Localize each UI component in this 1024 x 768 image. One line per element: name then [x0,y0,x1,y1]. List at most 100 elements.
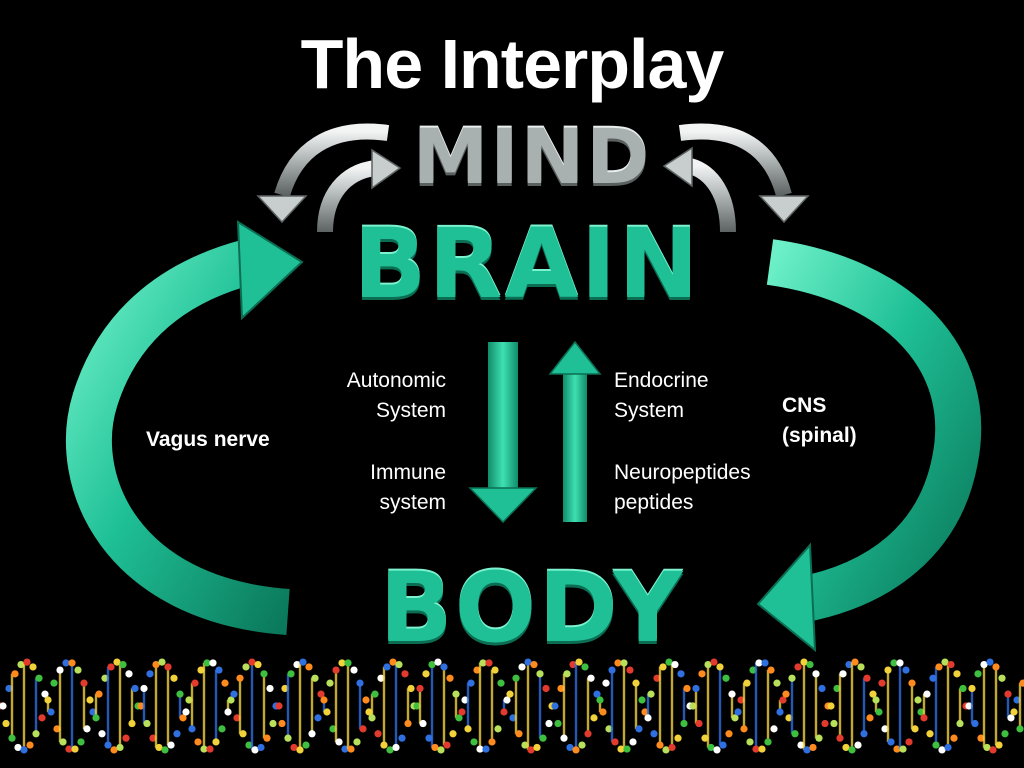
dna-bead [116,743,124,752]
dna-bead [422,670,430,678]
dna-bead [773,679,781,687]
dna-bead [539,734,547,742]
dna-bead [989,746,997,754]
mind-left-inner-arrow [317,148,402,233]
dna-bead [644,714,652,722]
dna-bead [440,663,448,671]
dna-bead [725,730,733,738]
dna-bead [488,738,496,746]
dna-bead [752,745,760,753]
dna-bead [608,666,616,674]
dna-bead [683,684,691,693]
dna-bead [50,679,58,687]
dna-bead [407,684,415,693]
dna-bead [290,743,298,752]
dna-bead [563,670,571,678]
dna-bead [401,670,409,678]
dna-bead [740,725,748,733]
dna-bead [311,674,319,682]
dna-bead [59,738,67,746]
dna-bead [398,734,406,742]
dna-bead [386,746,394,754]
dna-bead [875,708,883,716]
neuropeptides-label: Neuropeptides peptides [614,458,794,518]
dna-bead [716,663,724,671]
dna-bead [956,719,964,728]
dna-bead [599,708,607,716]
dna-bead [581,663,589,671]
dna-bead [71,745,79,753]
dna-bead [170,674,178,682]
dna-bead [224,708,232,716]
neuropeptides-line-2: peptides [614,491,694,514]
dna-bead [344,659,352,667]
dna-bead [665,658,673,666]
vagus-nerve-label: Vagus nerve [146,428,270,451]
dna-bead [305,663,313,671]
dna-bead [353,738,361,746]
dna-bead [935,663,943,671]
dna-bead [722,674,730,682]
dna-bead [80,679,88,687]
dna-bead [380,741,388,749]
cns-spinal-label: CNS (spinal) [782,391,892,451]
dna-bead [980,660,988,669]
dna-bead [908,679,916,687]
dna-bead [971,719,979,728]
dna-bead [299,658,307,666]
endocrine-line-2: System [614,399,685,422]
dna-bead [284,734,292,742]
dna-bead [212,738,220,746]
dna-bead [572,746,580,754]
page-title: The Interplay [300,25,725,103]
dna-bead [35,674,43,682]
dna-bead [395,660,403,669]
dna-bead [2,719,10,728]
dna-bead [764,738,772,746]
dna-bead [974,670,982,678]
dna-bead [296,746,304,754]
dna-bead [836,734,844,742]
dna-bead [662,746,670,754]
dna-bead [680,719,688,728]
dna-bead [161,746,169,754]
dna-bead [926,730,934,738]
dna-bead [590,714,598,722]
dna-bead [434,658,442,666]
dna-bead [338,659,346,667]
dna-bead [26,741,34,749]
dna-bead [896,659,904,667]
dna-bead [1019,679,1024,687]
dna-bead [827,702,835,710]
dna-bead [770,725,778,733]
down-arrow-brain-to-body [468,342,538,524]
dna-bead [755,659,763,667]
dna-bead [44,696,52,704]
dna-bead [248,658,256,666]
dna-bead [455,714,463,722]
dna-bead [110,746,118,754]
dna-bead [179,714,187,722]
dna-bead [158,658,166,666]
dna-bead [851,658,859,666]
dna-bead [602,679,610,687]
dna-bead [758,745,766,753]
dna-bead [692,684,700,693]
dna-bead [437,746,445,754]
dna-bead [167,741,175,749]
dna-bead [77,738,85,746]
dna-bead [428,660,436,669]
dna-bead [308,730,316,738]
dna-bead [125,670,133,678]
dna-bead [98,730,106,738]
dna-bead [647,690,655,698]
dna-bead [431,743,439,752]
dna-bead [176,690,184,698]
dna-bead [260,670,268,678]
dna-bead [335,738,343,746]
dna-bead [173,730,181,738]
dna-bead [266,684,274,693]
immune-line-2: system [379,491,446,514]
dna-bead [854,741,862,749]
dna-bead [362,696,370,704]
